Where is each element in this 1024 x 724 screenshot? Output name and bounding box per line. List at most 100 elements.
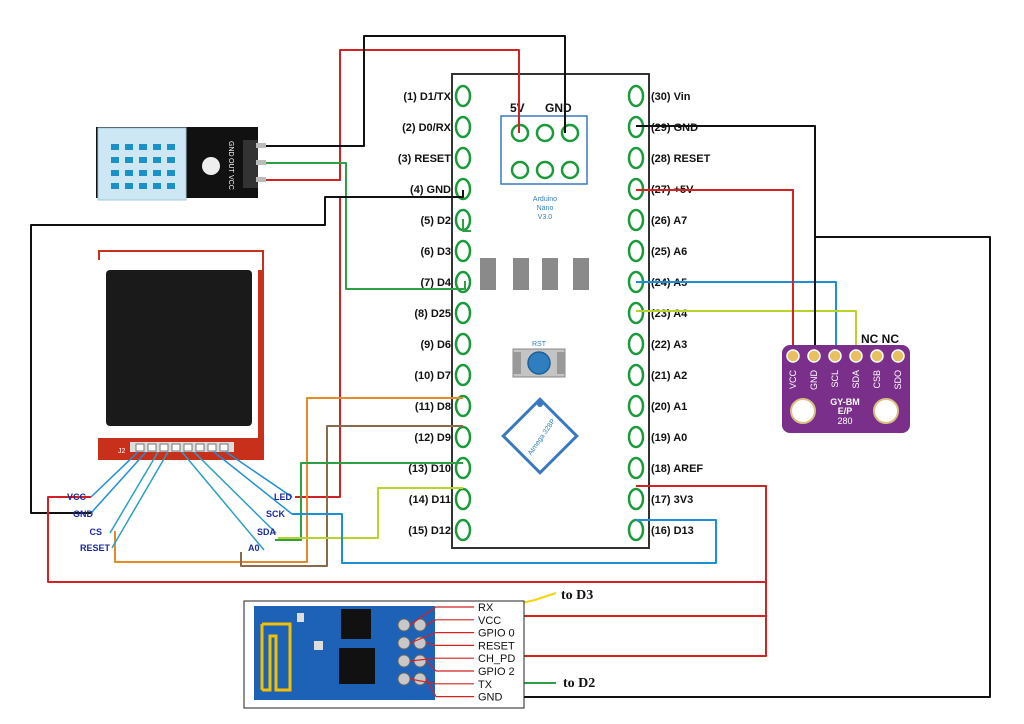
esp-pin-lead — [425, 660, 474, 672]
wire-3v3-esp — [504, 485, 767, 657]
esp-pin-lead — [409, 632, 474, 644]
tft-lcd-module: J2 — [96, 250, 264, 460]
wire-lcd-led — [295, 198, 341, 498]
wire-dht-out-d4 — [258, 162, 466, 290]
nano-pin-left — [454, 456, 472, 480]
wire-d8-cs — [114, 397, 463, 563]
nano-right-pin-column: (30) Vin(29) GND(28) RESET(27) +5V(26) A… — [627, 84, 711, 542]
esp-pin-lead — [425, 619, 474, 626]
esp-pin-label: RESET — [478, 640, 515, 652]
esp-pin-lead — [409, 678, 474, 685]
nano-pin-label-left: (13) D10 — [408, 463, 451, 475]
silk-line-3: V3.0 — [538, 214, 553, 221]
dht-pin-out: OUT — [227, 158, 234, 174]
bme-pin-label: SDA — [851, 370, 861, 389]
nano-pin-label-left: (1) D1/TX — [403, 91, 451, 103]
note-to-d3: to D3 — [561, 588, 593, 603]
esp-pin — [413, 654, 427, 668]
note-to-d2: to D2 — [563, 676, 595, 691]
lcd-label-reset: RESET — [80, 543, 111, 553]
nano-pin-label-right: (23) A4 — [651, 308, 688, 320]
bme-pin-label: GND — [809, 370, 819, 391]
header-5v-label: 5V — [510, 101, 525, 115]
nano-pin-left — [454, 425, 472, 449]
rst-label: RST — [532, 341, 547, 348]
nano-pin-label-left: (5) D2 — [420, 215, 451, 227]
nano-pin-right — [627, 518, 645, 542]
lcd-conn-pin — [159, 443, 169, 452]
lcd-label-vcc: VCC — [67, 492, 87, 502]
lcd-conn-pin — [219, 443, 229, 452]
nano-pin-label-right: (17) 3V3 — [651, 494, 693, 506]
nano-pin-left — [454, 394, 472, 418]
esp-pin-label: GPIO 2 — [478, 666, 515, 678]
esp-pin — [397, 672, 411, 686]
nano-pin-label-right: (22) A3 — [651, 339, 687, 351]
nano-pin-label-left: (8) D25 — [414, 308, 451, 320]
arduino-nano-board: (1) D1/TX(2) D0/RX(3) RESET(4) GND(5) D2… — [398, 73, 711, 549]
bme-pin — [870, 349, 884, 363]
wire-dht-gnd — [258, 35, 566, 147]
esp-pin — [397, 654, 411, 668]
nano-pin-right — [627, 301, 645, 325]
nano-pin-left — [454, 239, 472, 263]
smd-components — [480, 258, 589, 290]
nano-pin-right — [627, 84, 645, 108]
lcd-conn-pin — [171, 443, 181, 452]
nano-pin-right — [627, 332, 645, 356]
wires — [30, 35, 991, 698]
dht-pin-vcc: VCC — [227, 175, 234, 190]
nano-pin-left — [454, 270, 472, 294]
wire-gnd-bme — [636, 125, 816, 353]
nano-pin-label-right: (19) A0 — [651, 432, 687, 444]
lcd-conn-pin — [183, 443, 193, 452]
bme-pin — [786, 349, 800, 363]
reset-button[interactable]: RST — [512, 341, 566, 378]
esp-pin-label: CH_PD — [478, 653, 515, 665]
lcd-label-cs: CS — [89, 527, 102, 537]
nano-pin-label-left: (4) GND — [410, 184, 451, 196]
esp-pin-label: TX — [478, 679, 493, 691]
nano-pin-label-right: (21) A2 — [651, 370, 687, 382]
lcd-label-a0: A0 — [248, 543, 260, 553]
nano-pin-label-left: (9) D6 — [420, 339, 451, 351]
nano-pin-left — [454, 518, 472, 542]
nano-pin-right — [627, 208, 645, 232]
nano-pin-label-right: (26) A7 — [651, 215, 687, 227]
wire-lcd-vcc — [47, 496, 766, 583]
wire-dht-vcc-5v — [258, 49, 520, 181]
header-gnd-label: GND — [545, 101, 572, 115]
wire-d2-stub — [462, 219, 471, 232]
bme-pin-label: SCL — [830, 370, 840, 388]
bme-pin — [891, 349, 905, 363]
bme-pin-label: CSB — [872, 370, 882, 389]
nano-pin-label-left: (2) D0/RX — [402, 122, 452, 134]
nano-pin-label-left: (10) D7 — [414, 370, 451, 382]
lcd-fanout — [90, 451, 293, 551]
nano-pin-label-right: (25) A6 — [651, 246, 687, 258]
bme-pin — [828, 349, 842, 363]
atmega-chip: Atmega 328P — [501, 397, 579, 475]
nano-pin-label-right: (16) D13 — [651, 525, 694, 537]
nano-pin-right — [627, 425, 645, 449]
lcd-conn-label: J2 — [118, 448, 126, 455]
nano-pin-left — [454, 332, 472, 356]
bme-title: GY-BM — [830, 397, 860, 407]
lcd-conn-pin — [195, 443, 205, 452]
nano-pin-label-left: (12) D9 — [414, 432, 451, 444]
silk-line-1: Arduino — [533, 196, 557, 203]
nano-pin-label-left: (15) D12 — [408, 525, 451, 537]
lcd-label-sck: SCK — [266, 509, 286, 519]
nano-pin-left — [454, 146, 472, 170]
bme-pin — [849, 349, 863, 363]
esp-pin — [413, 672, 427, 686]
esp-pin-lead — [425, 642, 474, 646]
wire-a5-scl — [636, 281, 837, 353]
esp-pin-lead — [409, 657, 474, 662]
dht-sensor-module: GND OUT VCC — [96, 127, 266, 201]
nano-pin-right — [627, 363, 645, 387]
nano-pin-left — [454, 363, 472, 387]
dht-pin-gnd: GND — [227, 141, 234, 157]
lcd-labels: VCC GND CS RESET LED SCK SDA A0 — [67, 492, 293, 553]
